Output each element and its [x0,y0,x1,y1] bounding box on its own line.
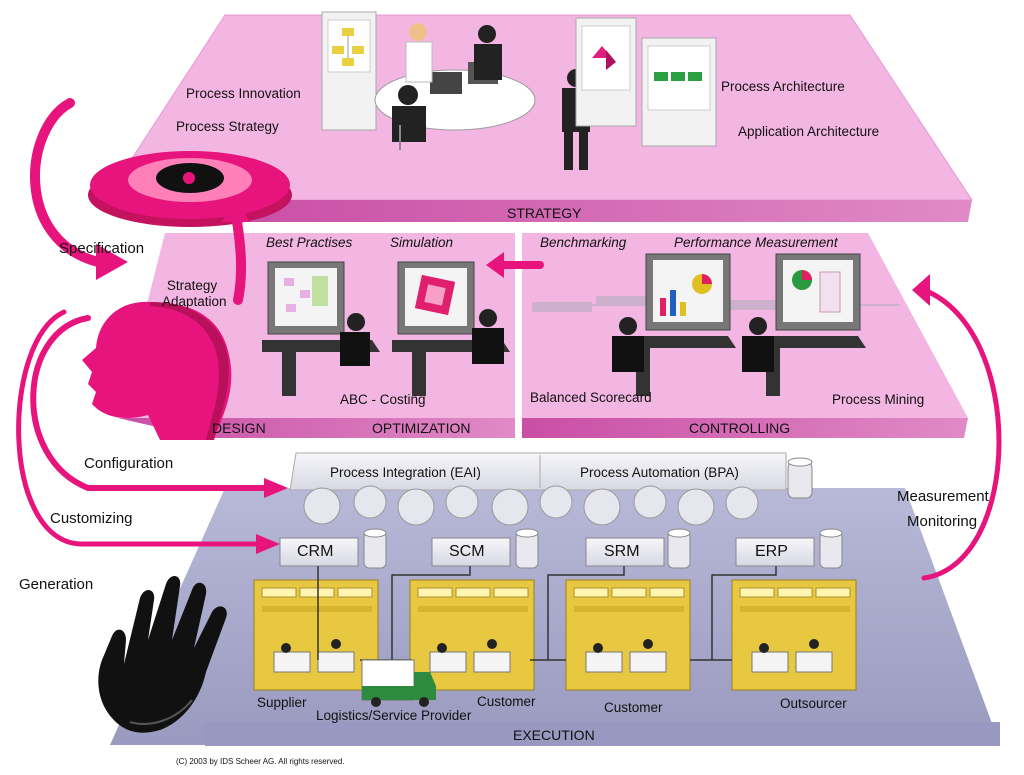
label-abc-costing: ABC - Costing [340,392,426,407]
strategy-adaptation-arrow [231,210,247,305]
label-generation: Generation [19,576,94,593]
office-cabinets [253,579,857,691]
partner-customer-2: Customer [604,700,663,715]
strategy-title: STRATEGY [507,205,582,221]
flow-arrows [16,98,1002,581]
eye-icon [88,151,292,227]
label-measurement: Measurement [897,488,989,505]
measurement-arrow [921,287,1002,581]
workstation-icon [612,253,736,396]
execution-bar [205,722,1000,746]
label-process-automation: Process Automation (BPA) [580,465,739,480]
controlling-bar [522,418,968,438]
truck-icon [361,659,436,707]
partner-outsourcer: Outsourcer [780,696,847,711]
head-icon [82,301,232,440]
workstation-icon [392,261,510,396]
label-benchmarking: Benchmarking [540,235,627,250]
whiteboard-icon [321,11,377,131]
system-boxes [279,537,815,567]
controlling-title: CONTROLLING [689,420,791,436]
label-simulation: Simulation [390,235,454,250]
execution-layer [110,452,1000,746]
arrow-heads [96,200,930,554]
label-process-innovation: Process Innovation [186,86,301,101]
label-specification: Specification [59,240,145,257]
meeting-icon [374,23,536,150]
system-srm: SRM [604,543,640,560]
partner-customer-1: Customer [477,694,536,709]
label-strategy-adaptation: Strategy Adaptation [162,278,227,309]
label-customizing: Customizing [50,510,133,527]
label-configuration: Configuration [84,455,174,472]
optimization-title: OPTIMIZATION [372,420,471,436]
label-best-practises: Best Practises [266,235,353,250]
presentation-board-icon [575,17,717,147]
hand-icon [98,575,227,733]
copyright-notice: (C) 2003 by IDS Scheer AG. All rights re… [176,757,345,766]
design-title: DESIGN [212,420,266,436]
system-scm: SCM [449,543,485,560]
system-erp: ERP [755,543,788,560]
strategy-bar [225,200,972,222]
label-application-architecture: Application Architecture [738,124,880,139]
integration-bar [289,452,813,499]
strategy-layer [104,11,973,222]
system-crm: CRM [297,543,334,560]
controlling-layer [522,233,968,438]
label-performance-measurement: Performance Measurement [674,235,838,250]
label-process-mining: Process Mining [832,392,925,407]
workstation-icon [742,253,866,396]
label-process-integration: Process Integration (EAI) [330,465,481,480]
label-balanced-scorecard: Balanced Scorecard [530,390,652,405]
partner-supplier: Supplier [257,695,307,710]
gear-row-icon [303,485,759,526]
customizing-arrow [16,309,263,547]
label-process-strategy: Process Strategy [176,119,279,134]
database-icons [363,528,843,569]
configuration-arrow [30,315,271,491]
execution-title: EXECUTION [513,727,595,743]
label-process-architecture: Process Architecture [721,79,845,94]
partner-logistics: Logistics/Service Provider [316,708,472,723]
workstation-icon [262,261,380,396]
label-monitoring: Monitoring [907,513,978,530]
specification-arrow [30,98,103,267]
